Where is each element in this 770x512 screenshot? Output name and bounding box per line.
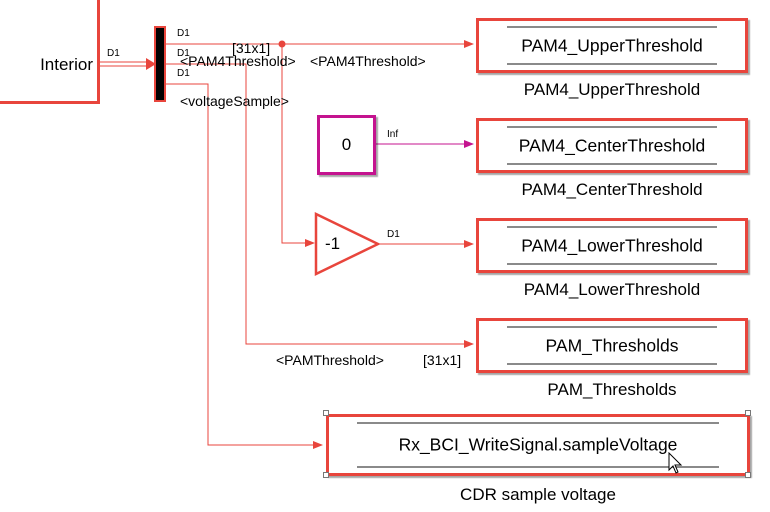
store-title-pam4-upper: PAM4_UpperThreshold [521,35,703,55]
signal-dimension-gain-out: D1 [387,229,400,240]
constant-block[interactable]: 0 [317,115,376,175]
store-block-pam-thresholds[interactable]: PAM_Thresholds [476,318,748,373]
store-block-pam4-upper[interactable]: PAM4_UpperThreshold [476,18,748,73]
selection-handle-bottom-right[interactable] [745,472,751,478]
gain-value: -1 [325,234,341,253]
signal-label-pam-threshold: <PAMThreshold> [276,352,384,368]
signal-dimension-interior: D1 [107,48,120,59]
store-caption-sample-voltage: CDR sample voltage [460,485,616,504]
bus-selector-block[interactable] [154,26,166,102]
signal-label-pam4-threshold-upper: <PAM4Threshold> [310,53,426,69]
signal-line-voltage-sample[interactable] [166,83,323,449]
store-caption-pam-thresholds: PAM_Thresholds [547,380,677,399]
selection-handle-bottom-left[interactable] [323,472,329,478]
signal-line-pam4-threshold[interactable] [166,40,474,247]
store-title-pam-thresholds: PAM_Thresholds [545,335,679,355]
signal-dimension-31x1-bottom: [31x1] [423,352,462,368]
signal-dimension-out3: D1 [177,68,190,79]
store-caption-pam4-lower: PAM4_LowerThreshold [523,280,701,299]
store-caption-pam4-center: PAM4_CenterThreshold [521,180,703,199]
signal-dimension-out2: D1 [177,48,190,59]
mouse-pointer-icon [668,452,683,474]
signal-line-pam-threshold[interactable] [166,63,474,348]
interior-subsystem-block[interactable]: Interior [0,0,100,104]
store-block-pam4-lower[interactable]: PAM4_LowerThreshold [476,218,748,273]
signal-label-voltage-sample: <voltageSample> [180,93,289,109]
store-block-sample-voltage[interactable]: Rx_BCI_WriteSignal.sampleVoltage [326,414,750,476]
store-title-pam4-lower: PAM4_LowerThreshold [521,235,703,255]
store-block-pam4-center[interactable]: PAM4_CenterThreshold [476,118,748,173]
constant-value: 0 [341,135,352,154]
gain-block[interactable] [314,212,381,276]
signal-dimension-31x1-top: [31x1] [232,40,271,56]
store-caption-pam4-upper: PAM4_UpperThreshold [523,80,701,99]
interior-bus-line[interactable] [98,58,156,70]
selection-handle-top-left[interactable] [323,410,329,416]
selection-handle-top-right[interactable] [745,410,751,416]
store-title-sample-voltage: Rx_BCI_WriteSignal.sampleVoltage [398,434,678,455]
signal-dimension-out1: D1 [177,28,190,39]
signal-label-pam4-threshold-out: <PAM4Threshold> [180,53,296,69]
interior-port-label: Interior [40,55,93,74]
store-title-pam4-center: PAM4_CenterThreshold [518,135,706,155]
signal-dimension-inf: Inf [387,129,399,140]
